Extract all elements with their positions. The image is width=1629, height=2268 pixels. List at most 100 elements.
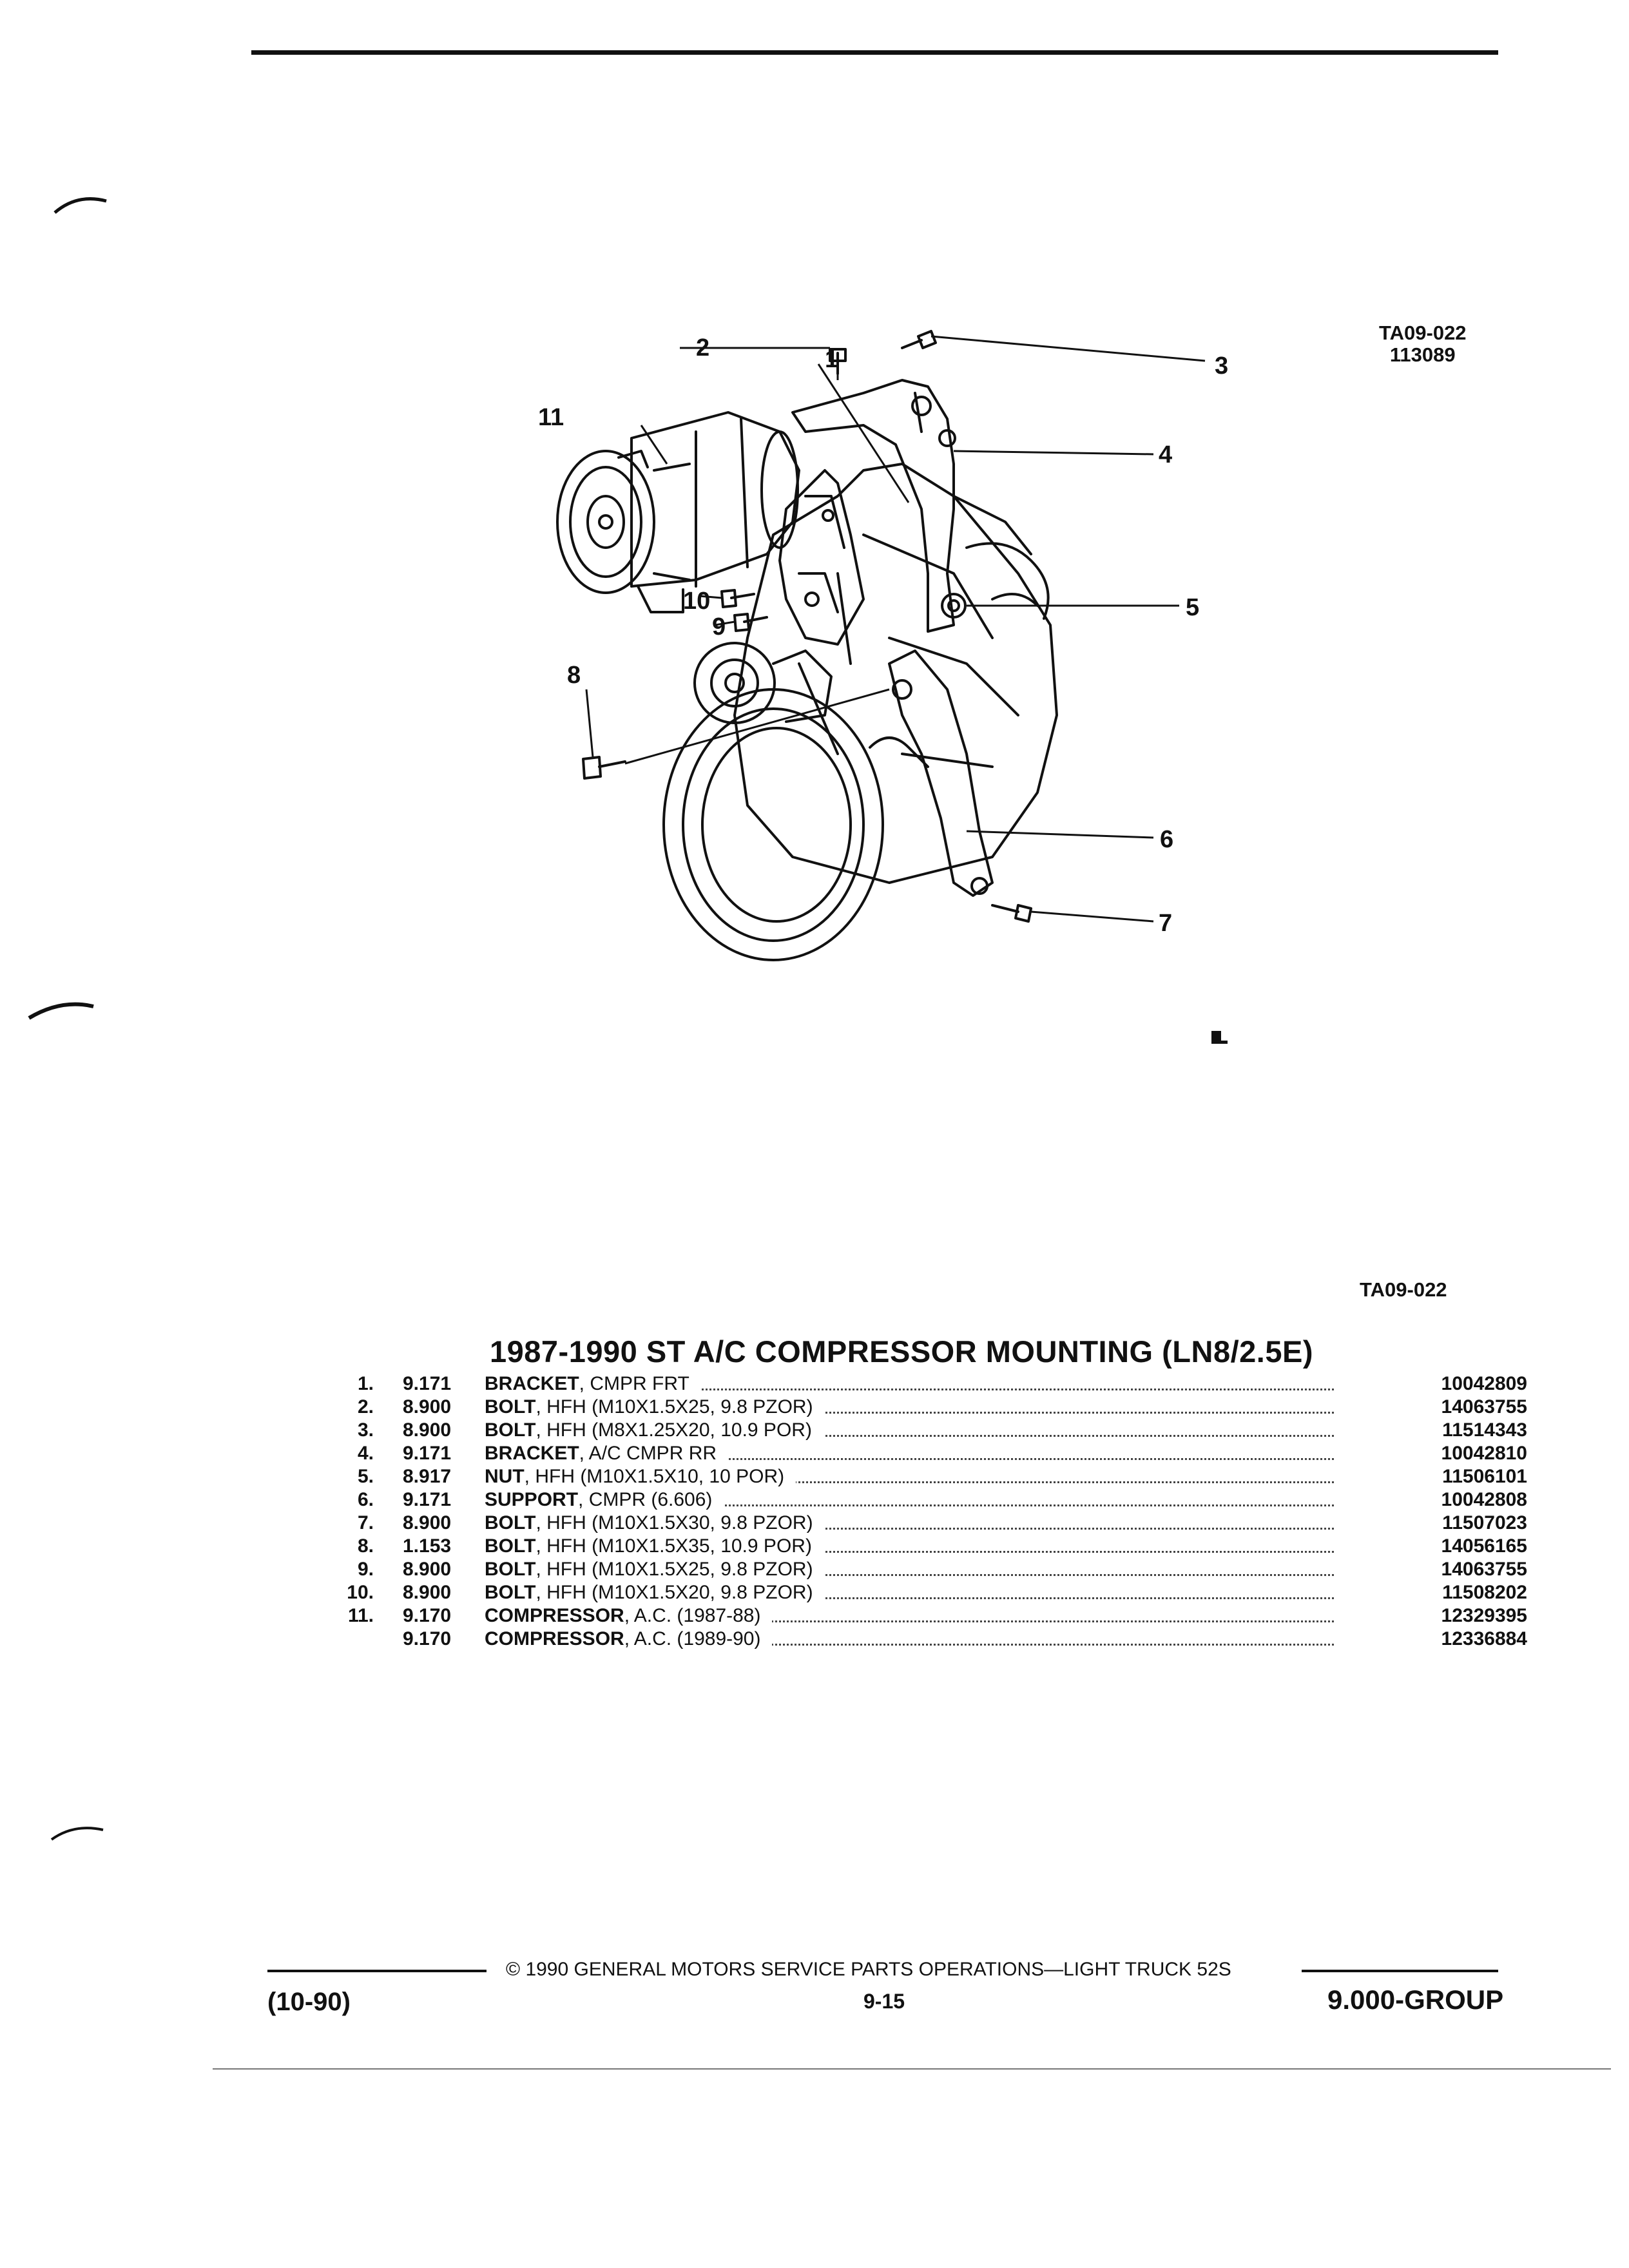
item-code: 9.171 [403, 1443, 452, 1464]
item-index: 8. [357, 1535, 374, 1557]
item-name: COMPRESSOR [485, 1605, 624, 1626]
parts-row: 6. 9.171 SUPPORT, CMPR (6.606) 10042808 [322, 1488, 1527, 1512]
part-number: 11506101 [1442, 1466, 1527, 1487]
item-name: BOLT [485, 1582, 536, 1603]
item-code: 8.900 [403, 1582, 452, 1603]
item-index: 10. [347, 1582, 374, 1603]
item-description: BOLT, HFH (M8X1.25X20, 10.9 POR) [485, 1419, 824, 1442]
scan-edge [213, 2068, 1611, 2070]
figure-caption-code: TA09-022 [1360, 1278, 1447, 1301]
nut-5 [941, 593, 967, 619]
item-detail: , A.C. (1987-88) [624, 1605, 761, 1626]
parts-row: 10. 8.900 BOLT, HFH (M10X1.5X20, 9.8 PZOR)… [322, 1581, 1527, 1604]
illustration-ref-number: 113089 [1389, 343, 1456, 366]
callout-3: 3 [1215, 352, 1228, 380]
item-name: NUT [485, 1466, 525, 1487]
item-description: BRACKET, A/C CMPR RR [485, 1442, 729, 1465]
item-name: SUPPORT [485, 1489, 579, 1510]
callout-11: 11 [538, 404, 564, 431]
illustration-ref-code: TA09-022 [1379, 322, 1467, 344]
bolt-9 [733, 613, 768, 632]
item-detail: , HFH (M8X1.25X20, 10.9 POR) [535, 1419, 812, 1441]
item-detail: , CMPR FRT [579, 1373, 689, 1394]
item-detail: , CMPR (6.606) [578, 1489, 713, 1510]
parts-row: 11. 9.170 COMPRESSOR, A.C. (1987-88) 123293… [322, 1604, 1527, 1628]
item-detail: , A/C CMPR RR [579, 1443, 717, 1464]
item-code: 9.170 [403, 1628, 452, 1649]
water-pump [693, 642, 833, 724]
item-code: 8.900 [403, 1512, 452, 1533]
item-description: COMPRESSOR, A.C. (1989-90) [485, 1628, 773, 1651]
footer-rule-left [267, 1970, 487, 1972]
binder-mark-3 [50, 1827, 104, 1841]
bolt-10 [720, 589, 755, 608]
gm-logo-mark [1211, 1031, 1228, 1044]
item-index: 6. [357, 1489, 374, 1510]
item-name: BOLT [485, 1419, 536, 1441]
compressor-mounting-diagram: 1 2 3 4 5 6 7 8 9 10 11 [538, 330, 1228, 1044]
part-number: 11507023 [1442, 1512, 1527, 1533]
bolt-8 [582, 756, 626, 780]
item-index: 11. [347, 1605, 374, 1626]
item-code: 8.900 [403, 1396, 452, 1418]
item-description: BOLT, HFH (M10X1.5X20, 9.8 PZOR) [485, 1581, 825, 1604]
callout-8: 8 [567, 662, 581, 689]
item-index: 1. [357, 1373, 374, 1394]
item-detail: , HFH (M10X1.5X30, 9.8 PZOR) [535, 1512, 813, 1533]
item-name: BRACKET [485, 1443, 579, 1464]
item-name: BOLT [485, 1559, 536, 1580]
item-index: 3. [357, 1419, 374, 1441]
part-number: 14063755 [1441, 1396, 1527, 1418]
page-number: 9-15 [863, 1990, 905, 2013]
item-detail: , A.C. (1989-90) [624, 1628, 761, 1649]
callout-4: 4 [1159, 441, 1172, 468]
part-number: 10042809 [1441, 1373, 1527, 1394]
copyright-notice: © 1990 GENERAL MOTORS SERVICE PARTS OPER… [506, 1959, 1231, 1980]
callout-9: 9 [712, 613, 726, 640]
item-code: 8.900 [403, 1559, 452, 1580]
compressor-support [869, 649, 994, 897]
item-code: 8.900 [403, 1419, 452, 1441]
binder-mark-2 [28, 1002, 94, 1020]
rear-bracket [791, 379, 956, 633]
item-description: BOLT, HFH (M10X1.5X35, 10.9 POR) [485, 1535, 824, 1558]
section-title: 1987-1990 ST A/C COMPRESSOR MOUNTING (LN… [490, 1334, 1313, 1369]
item-code: 9.171 [403, 1489, 452, 1510]
item-description: SUPPORT, CMPR (6.606) [485, 1488, 724, 1512]
part-number: 10042810 [1441, 1443, 1527, 1464]
item-name: BOLT [485, 1396, 536, 1418]
callout-5: 5 [1186, 594, 1199, 621]
footer-rule-right [1302, 1970, 1498, 1972]
callout-6: 6 [1160, 826, 1173, 853]
part-number: 12329395 [1441, 1605, 1527, 1626]
item-detail: , HFH (M10X1.5X10, 10 POR) [524, 1466, 785, 1487]
item-description: COMPRESSOR, A.C. (1987-88) [485, 1604, 773, 1628]
item-description: BRACKET, CMPR FRT [485, 1372, 701, 1396]
item-index: 4. [357, 1443, 374, 1464]
item-detail: , HFH (M10X1.5X25, 9.8 PZOR) [535, 1396, 813, 1418]
part-number: 12336884 [1441, 1628, 1527, 1649]
item-code: 9.170 [403, 1605, 452, 1626]
item-detail: , HFH (M10X1.5X25, 9.8 PZOR) [535, 1559, 813, 1580]
part-number: 11508202 [1442, 1582, 1527, 1603]
item-name: BOLT [485, 1535, 536, 1557]
item-description: BOLT, HFH (M10X1.5X30, 9.8 PZOR) [485, 1512, 825, 1535]
parts-row: 3. 8.900 BOLT, HFH (M8X1.25X20, 10.9 POR) 1… [322, 1419, 1527, 1442]
part-number: 14063755 [1441, 1559, 1527, 1580]
item-description: BOLT, HFH (M10X1.5X25, 9.8 PZOR) [485, 1396, 825, 1419]
bolt-7 [991, 904, 1032, 923]
parts-row: 4. 9.171 BRACKET, A/C CMPR RR 10042810 [322, 1442, 1527, 1465]
callout-7: 7 [1159, 910, 1172, 937]
callout-2: 2 [696, 334, 709, 361]
part-number: 11514343 [1442, 1419, 1527, 1441]
part-number: 10042808 [1441, 1489, 1527, 1510]
compressor [556, 411, 800, 613]
item-detail: , HFH (M10X1.5X35, 10.9 POR) [535, 1535, 812, 1557]
callout-1: 1 [825, 346, 838, 373]
binder-mark-1 [53, 197, 107, 214]
